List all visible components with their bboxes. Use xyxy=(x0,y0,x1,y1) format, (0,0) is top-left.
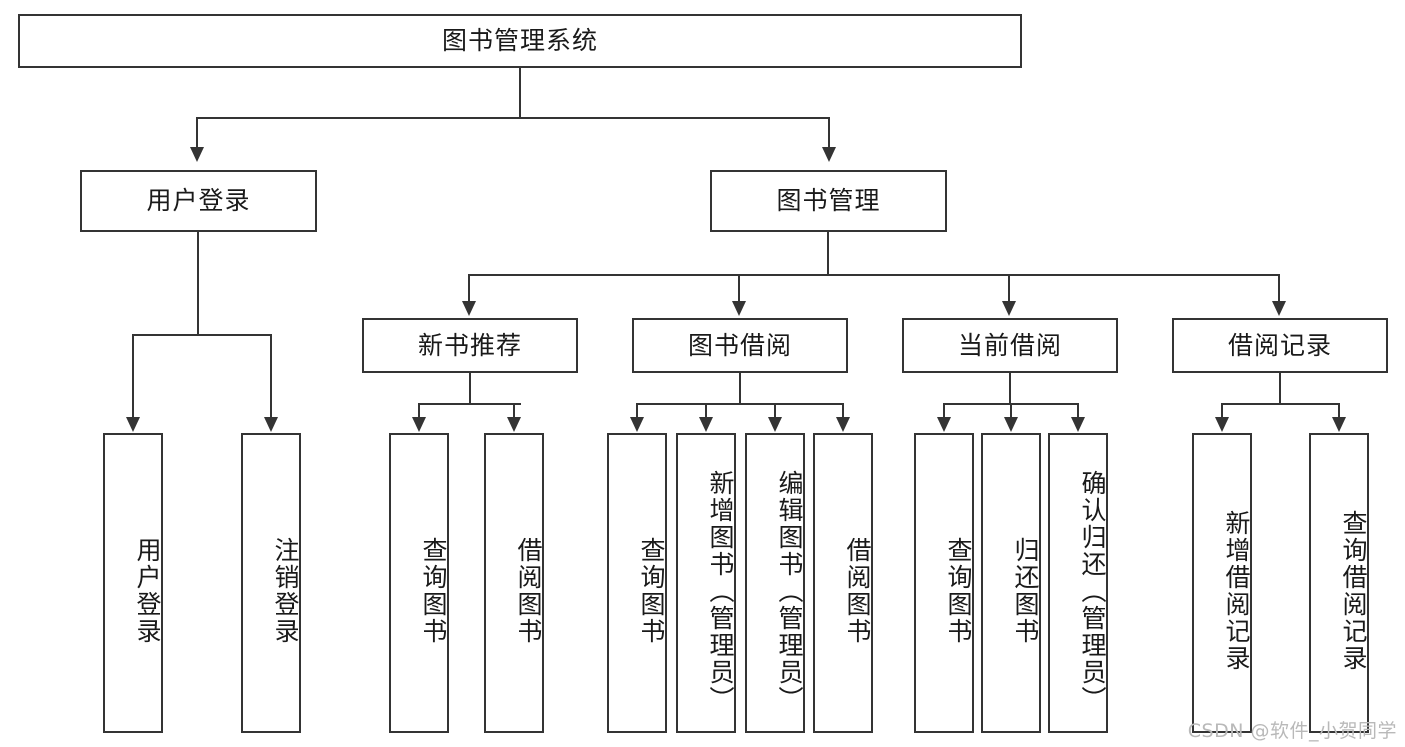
arrowhead-bm-to-current-borrow xyxy=(1002,301,1016,316)
connector-bm-to-borrow-record xyxy=(1278,274,1281,301)
node-book-borrow[interactable]: 图书借阅 xyxy=(632,318,848,373)
leaf-return-book-label: 归还图书 xyxy=(1011,537,1040,645)
leaf-query-record-label: 查询借阅记录 xyxy=(1339,510,1368,672)
connector-root-bus xyxy=(196,117,830,120)
arrowhead-bm-to-book-borrow xyxy=(732,301,746,316)
connector-bm-to-new-book-recommend xyxy=(468,274,471,301)
connector-root-stem xyxy=(519,68,522,119)
leaf-borrow-book-1-label: 借阅图书 xyxy=(514,537,543,645)
connector-br-to-leaf-2 xyxy=(1338,403,1341,417)
arrowhead-bb-to-leaf-4 xyxy=(836,417,850,432)
arrowhead-bb-to-leaf-2 xyxy=(699,417,713,432)
csdn-watermark: CSDN @软件_小贺同学 xyxy=(1187,720,1397,742)
node-new-book-recommend[interactable]: 新书推荐 xyxy=(362,318,578,373)
connector-cb-to-leaf-2 xyxy=(1010,403,1013,417)
node-borrow-record[interactable]: 借阅记录 xyxy=(1172,318,1388,373)
node-root-system-label: 图书管理系统 xyxy=(441,26,598,56)
leaf-return-book[interactable]: 归还图书 xyxy=(981,433,1041,733)
arrowhead-root-to-user-login xyxy=(190,147,204,162)
leaf-add-book-label: 新增图书（管理员） xyxy=(706,469,735,713)
node-book-management[interactable]: 图书管理 xyxy=(710,170,947,232)
connector-bb-to-leaf-1 xyxy=(636,403,639,417)
connector-nbr-bus xyxy=(418,403,521,406)
arrowhead-cb-to-leaf-1 xyxy=(937,417,951,432)
leaf-query-book-2[interactable]: 查询图书 xyxy=(607,433,667,733)
connector-user-login-stem xyxy=(197,232,200,336)
node-book-borrow-label: 图书借阅 xyxy=(687,330,792,360)
arrowhead-bm-to-borrow-record xyxy=(1272,301,1286,316)
connector-bb-to-leaf-2 xyxy=(705,403,708,417)
connector-root-to-user-login xyxy=(196,117,199,147)
leaf-query-book-1-label: 查询图书 xyxy=(419,537,448,645)
leaf-confirm-return-label: 确认归还（管理员） xyxy=(1078,469,1107,713)
connector-book-management-bus xyxy=(468,274,1280,277)
leaf-borrow-book-2[interactable]: 借阅图书 xyxy=(813,433,873,733)
leaf-logout[interactable]: 注销登录 xyxy=(241,433,301,733)
connector-br-to-leaf-1 xyxy=(1221,403,1224,417)
arrowhead-user-login-to-leaf-2 xyxy=(264,417,278,432)
arrowhead-bb-to-leaf-3 xyxy=(768,417,782,432)
node-borrow-record-label: 借阅记录 xyxy=(1227,330,1332,360)
connector-nbr-to-leaf-1 xyxy=(418,403,421,417)
connector-bm-to-current-borrow xyxy=(1008,274,1011,301)
arrowhead-cb-to-leaf-2 xyxy=(1004,417,1018,432)
connector-root-to-book-management xyxy=(828,117,831,147)
leaf-query-book-1[interactable]: 查询图书 xyxy=(389,433,449,733)
connector-bb-to-leaf-4 xyxy=(842,403,845,417)
connector-user-login-to-leaf-1 xyxy=(132,334,135,417)
node-current-borrow-label: 当前借阅 xyxy=(957,330,1062,360)
connector-bb-bus xyxy=(636,403,843,406)
leaf-logout-label: 注销登录 xyxy=(271,537,300,645)
connector-nbr-stem xyxy=(469,373,472,405)
node-user-login[interactable]: 用户登录 xyxy=(80,170,317,232)
leaf-edit-book-label: 编辑图书（管理员） xyxy=(775,469,804,713)
connector-bb-to-leaf-3 xyxy=(774,403,777,417)
arrowhead-nbr-to-leaf-1 xyxy=(412,417,426,432)
connector-nbr-to-leaf-2 xyxy=(513,403,516,417)
node-book-management-label: 图书管理 xyxy=(776,186,881,216)
arrowhead-root-to-book-management xyxy=(822,147,836,162)
leaf-query-record[interactable]: 查询借阅记录 xyxy=(1309,433,1369,733)
leaf-borrow-book-2-label: 借阅图书 xyxy=(843,537,872,645)
leaf-query-book-3-label: 查询图书 xyxy=(944,537,973,645)
arrowhead-cb-to-leaf-3 xyxy=(1071,417,1085,432)
leaf-add-book[interactable]: 新增图书（管理员） xyxy=(676,433,736,733)
connector-bb-stem xyxy=(739,373,742,405)
leaf-confirm-return[interactable]: 确认归还（管理员） xyxy=(1048,433,1108,733)
connector-cb-to-leaf-3 xyxy=(1077,403,1080,417)
node-root-system[interactable]: 图书管理系统 xyxy=(18,14,1022,68)
connector-br-bus xyxy=(1221,403,1339,406)
connector-user-login-bus xyxy=(132,334,272,337)
arrowhead-bb-to-leaf-1 xyxy=(630,417,644,432)
arrowhead-user-login-to-leaf-1 xyxy=(126,417,140,432)
leaf-query-book-2-label: 查询图书 xyxy=(637,537,666,645)
arrowhead-br-to-leaf-1 xyxy=(1215,417,1229,432)
leaf-add-record[interactable]: 新增借阅记录 xyxy=(1192,433,1252,733)
connector-cb-to-leaf-1 xyxy=(943,403,946,417)
node-current-borrow[interactable]: 当前借阅 xyxy=(902,318,1118,373)
leaf-borrow-book-1[interactable]: 借阅图书 xyxy=(484,433,544,733)
arrowhead-br-to-leaf-2 xyxy=(1332,417,1346,432)
arrowhead-bm-to-new-book-recommend xyxy=(462,301,476,316)
arrowhead-nbr-to-leaf-2 xyxy=(507,417,521,432)
leaf-query-book-3[interactable]: 查询图书 xyxy=(914,433,974,733)
leaf-user-login-label: 用户登录 xyxy=(133,537,162,645)
connector-bm-to-book-borrow xyxy=(738,274,741,301)
connector-book-management-stem xyxy=(827,232,830,276)
leaf-edit-book[interactable]: 编辑图书（管理员） xyxy=(745,433,805,733)
node-new-book-recommend-label: 新书推荐 xyxy=(417,330,522,360)
leaf-add-record-label: 新增借阅记录 xyxy=(1222,510,1251,672)
connector-user-login-to-leaf-2 xyxy=(270,334,273,417)
connector-br-stem xyxy=(1279,373,1282,405)
node-user-login-label: 用户登录 xyxy=(146,186,251,216)
leaf-user-login[interactable]: 用户登录 xyxy=(103,433,163,733)
connector-cb-stem xyxy=(1009,373,1012,405)
